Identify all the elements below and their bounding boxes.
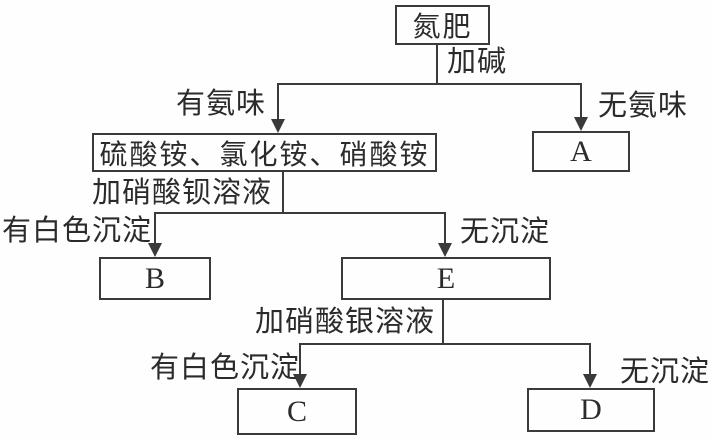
connector-level2-right-vertical <box>444 212 446 245</box>
arrow-down-icon <box>293 374 307 388</box>
label-has-ammonia-smell: 有氨味 <box>176 88 267 120</box>
label-white-precipitate-1: 有白色沉淀 <box>2 215 153 247</box>
label-white-precipitate-2: 有白色沉淀 <box>150 352 301 384</box>
connector-root-vertical <box>436 45 438 85</box>
arrow-down-icon <box>438 243 452 257</box>
node-nitrogen-fertilizer: 氮肥 <box>395 5 490 45</box>
label-no-precipitate-2: 无沉淀 <box>620 356 711 388</box>
node-a: A <box>532 131 630 172</box>
connector-level1-right-vertical <box>580 83 582 119</box>
arrow-down-icon <box>271 119 285 133</box>
connector-level2-left-vertical <box>154 212 156 245</box>
node-d: D <box>527 388 655 432</box>
connector-level1-left-vertical <box>277 83 279 121</box>
node-c: C <box>237 388 357 435</box>
connector-level3-left-vertical <box>299 343 301 376</box>
connector-e-vertical <box>442 300 444 345</box>
label-no-ammonia-smell: 无氨味 <box>598 90 689 122</box>
connector-level3-right-vertical <box>589 343 591 376</box>
label-add-silver-nitrate: 加硝酸银溶液 <box>255 306 436 338</box>
arrow-down-icon <box>574 117 588 131</box>
label-add-barium-nitrate: 加硝酸钡溶液 <box>92 177 273 209</box>
connector-level1-horizontal <box>277 83 582 85</box>
node-ammonium-salts: 硫酸铵、氯化铵、硝酸铵 <box>92 133 437 172</box>
arrow-down-icon <box>583 374 597 388</box>
connector-level3-horizontal <box>299 343 591 345</box>
label-add-alkali: 加碱 <box>447 46 508 78</box>
connector-level2-horizontal <box>154 212 446 214</box>
node-e: E <box>341 257 551 300</box>
arrow-down-icon <box>148 243 162 257</box>
node-b: B <box>99 257 211 300</box>
connector-ammonium-vertical <box>282 172 284 214</box>
label-no-precipitate-1: 无沉淀 <box>460 216 551 248</box>
